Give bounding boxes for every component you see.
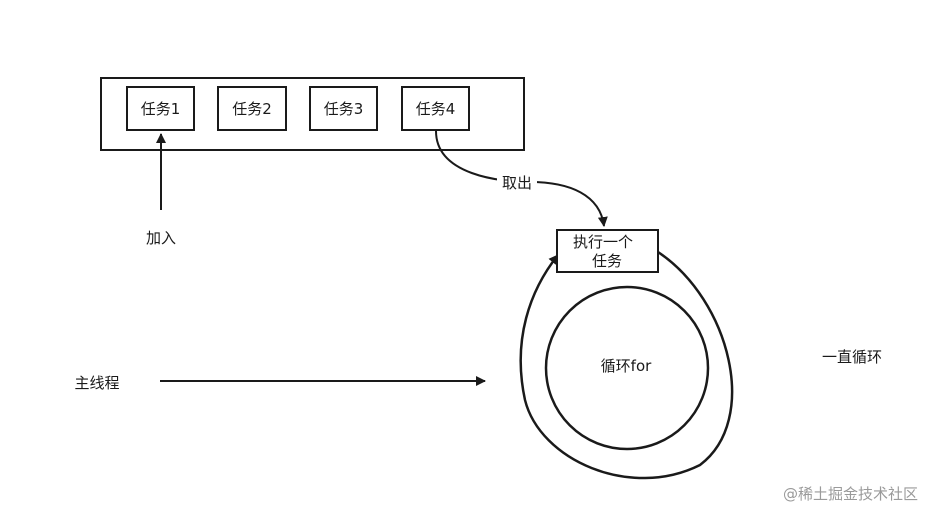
loop-circle <box>544 285 710 451</box>
task-box-3: 任务3 <box>309 86 378 131</box>
execute-label-line1: 执行一个 <box>573 233 633 251</box>
execute-label-line2: 任务 <box>592 252 622 270</box>
take-label-bg <box>497 171 537 193</box>
task-box-1: 任务1 <box>126 86 195 131</box>
always-loop-arrow <box>519 250 734 480</box>
take-label: 取出 <box>502 174 532 192</box>
always-loop-label: 一直循环 <box>822 348 882 366</box>
task-label-3: 任务3 <box>324 100 364 118</box>
loop-label: 循环for <box>601 357 652 375</box>
watermark-text: @稀土掘金技术社区 <box>783 485 918 503</box>
task-box-2: 任务2 <box>217 86 287 131</box>
task-label-2: 任务2 <box>232 100 272 118</box>
task-label-1: 任务1 <box>141 100 181 118</box>
task-label-4: 任务4 <box>416 100 456 118</box>
task-box-4: 任务4 <box>401 86 470 131</box>
main-thread-label: 主线程 <box>74 374 119 392</box>
execute-task-box: 执行一个 任务 <box>556 229 659 273</box>
add-label: 加入 <box>146 229 176 247</box>
